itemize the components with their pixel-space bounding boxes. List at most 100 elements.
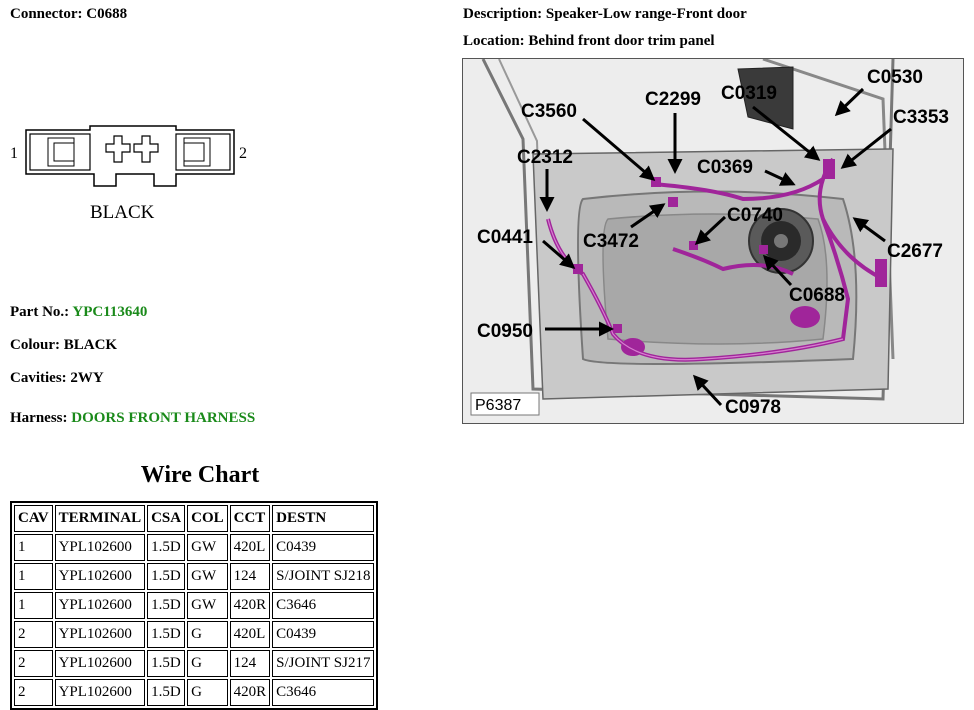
table-row: 2 YPL102600 1.5D G 124 S/JOINT SJ217	[14, 650, 375, 677]
callout-c2677: C2677	[852, 217, 943, 262]
callout-c2299: C2299	[645, 89, 701, 174]
svg-text:C2677: C2677	[887, 241, 943, 262]
location-line: Location: Behind front door trim panel	[463, 33, 715, 50]
cell-destn: S/JOINT SJ218	[272, 563, 375, 590]
cavity-2	[133, 135, 159, 163]
cell-cct: 420L	[229, 534, 271, 561]
cell-cct: 420R	[229, 679, 271, 706]
header-col: COL	[187, 505, 228, 532]
cell-cct: 420R	[229, 592, 271, 619]
cell-col: G	[187, 650, 228, 677]
connector-colour-label: BLACK	[90, 202, 155, 223]
table-row: 1 YPL102600 1.5D GW 420R C3646	[14, 592, 375, 619]
pin-1-label: 1	[10, 145, 18, 162]
figure-ref-label: P6387	[475, 397, 521, 414]
svg-text:C0950: C0950	[477, 321, 533, 342]
cell-cct: 124	[229, 563, 271, 590]
cell-terminal: YPL102600	[54, 534, 146, 561]
svg-text:C2312: C2312	[517, 147, 573, 168]
cell-terminal: YPL102600	[54, 592, 146, 619]
cell-col: G	[187, 679, 228, 706]
table-header-row: CAV TERMINAL CSA COL CCT DESTN	[14, 505, 375, 532]
cell-destn: C0439	[272, 534, 375, 561]
cell-cct: 420L	[229, 621, 271, 648]
svg-text:C0530: C0530	[867, 67, 923, 88]
header-cav: CAV	[14, 505, 53, 532]
colour-line: Colour: BLACK	[10, 337, 117, 354]
door-illustration: C0530 C0319 C2299 C3560 C3353 C2312 C036…	[463, 59, 963, 423]
cell-destn: C3646	[272, 679, 375, 706]
cell-cav: 2	[14, 621, 53, 648]
cavities-value: 2WY	[70, 370, 104, 386]
svg-text:C3472: C3472	[583, 231, 639, 252]
location-value: Behind front door trim panel	[528, 33, 715, 49]
cell-destn: S/JOINT SJ217	[272, 650, 375, 677]
connector-body	[25, 125, 235, 187]
cell-cav: 2	[14, 679, 53, 706]
cell-terminal: YPL102600	[54, 679, 146, 706]
harness-line: Harness: DOORS FRONT HARNESS	[10, 410, 255, 427]
cell-col: GW	[187, 534, 228, 561]
part-label: Part No.:	[10, 304, 70, 320]
callout-c3353: C3353	[840, 107, 949, 169]
header-destn: DESTN	[272, 505, 375, 532]
wire-chart-title: Wire Chart	[140, 462, 260, 488]
header-cct: CCT	[229, 505, 271, 532]
svg-text:C0441: C0441	[477, 227, 533, 248]
cavities-line: Cavities: 2WY	[10, 370, 104, 387]
pin-2-label: 2	[239, 145, 247, 162]
callout-c0950: C0950	[477, 321, 614, 342]
cell-csa: 1.5D	[147, 534, 186, 561]
svg-text:C0688: C0688	[789, 285, 845, 306]
cell-cav: 2	[14, 650, 53, 677]
cell-cav: 1	[14, 563, 53, 590]
table-row: 1 YPL102600 1.5D GW 420L C0439	[14, 534, 375, 561]
svg-text:C0740: C0740	[727, 205, 783, 226]
callout-c0740: C0740	[694, 205, 783, 246]
callout-c2312: C2312	[517, 147, 573, 212]
svg-text:C2299: C2299	[645, 89, 701, 110]
connector-line: Connector: C0688	[10, 6, 127, 23]
table-row: 2 YPL102600 1.5D G 420L C0439	[14, 621, 375, 648]
cell-destn: C0439	[272, 621, 375, 648]
cavity-1	[105, 135, 131, 163]
callout-c3472: C3472	[583, 203, 666, 252]
cell-col: GW	[187, 592, 228, 619]
callout-c0978: C0978	[692, 374, 781, 418]
connector-label: Connector:	[10, 6, 83, 22]
description-label: Description:	[463, 6, 543, 22]
harness-link[interactable]: DOORS FRONT HARNESS	[71, 410, 256, 426]
location-label: Location:	[463, 33, 525, 49]
door-location-figure: C0530 C0319 C2299 C3560 C3353 C2312 C036…	[462, 58, 964, 424]
cell-terminal: YPL102600	[54, 621, 146, 648]
callout-c0369: C0369	[697, 157, 796, 186]
svg-text:C0369: C0369	[697, 157, 753, 178]
wire-chart-table: CAV TERMINAL CSA COL CCT DESTN 1 YPL1026…	[10, 501, 379, 710]
description-line: Description: Speaker-Low range-Front doo…	[463, 6, 747, 23]
cavities-label: Cavities:	[10, 370, 67, 386]
cell-csa: 1.5D	[147, 679, 186, 706]
svg-text:C0319: C0319	[721, 83, 777, 104]
cell-cav: 1	[14, 592, 53, 619]
colour-label: Colour:	[10, 337, 60, 353]
callout-c0441: C0441	[477, 227, 576, 269]
callout-c0319: C0319	[721, 83, 821, 161]
part-line: Part No.: YPC113640	[10, 304, 147, 321]
part-number-link[interactable]: YPC113640	[72, 304, 148, 320]
cell-csa: 1.5D	[147, 650, 186, 677]
connector-value: C0688	[86, 6, 128, 22]
cell-col: G	[187, 621, 228, 648]
description-value: Speaker-Low range-Front door	[545, 6, 747, 22]
table-row: 1 YPL102600 1.5D GW 124 S/JOINT SJ218	[14, 563, 375, 590]
harness-label: Harness:	[10, 410, 68, 426]
cell-csa: 1.5D	[147, 592, 186, 619]
callout-c0688: C0688	[762, 254, 845, 306]
cell-col: GW	[187, 563, 228, 590]
header-terminal: TERMINAL	[54, 505, 146, 532]
svg-text:C3560: C3560	[521, 101, 577, 122]
cell-terminal: YPL102600	[54, 563, 146, 590]
callout-c3560: C3560	[521, 101, 656, 181]
cell-cav: 1	[14, 534, 53, 561]
header-csa: CSA	[147, 505, 186, 532]
cell-csa: 1.5D	[147, 563, 186, 590]
